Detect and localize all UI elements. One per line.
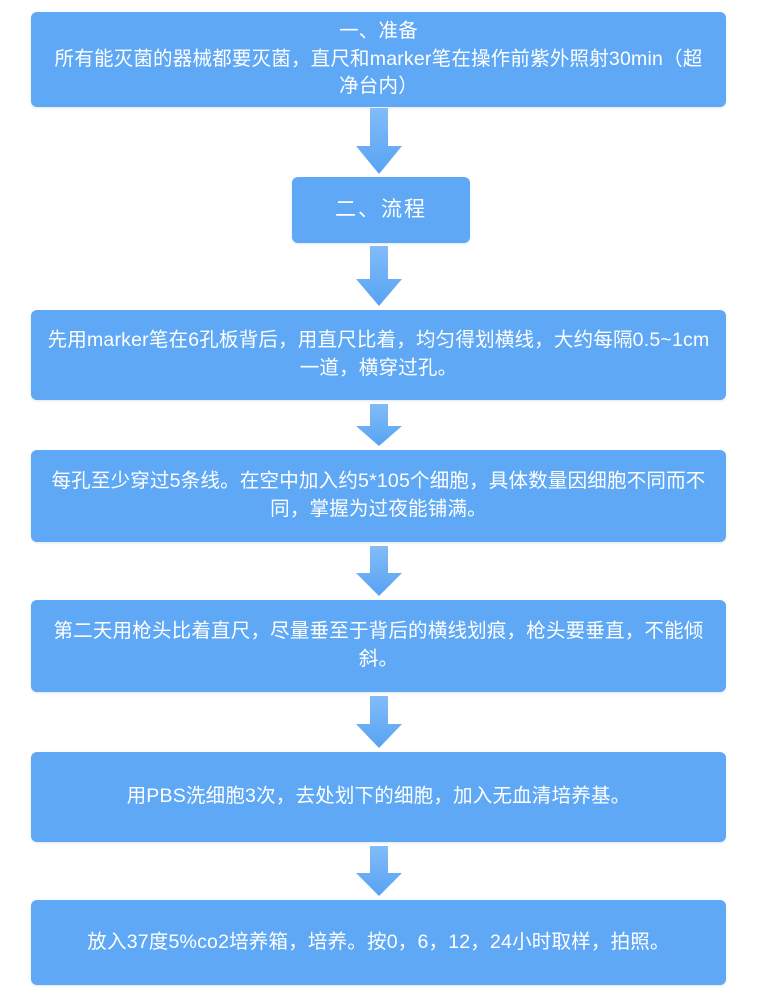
flow-node-step-2[interactable]: 每孔至少穿过5条线。在空中加入约5*105个细胞，具体数量因细胞不同而不同，掌握… xyxy=(31,450,726,542)
flow-node-label: 二、流程 xyxy=(335,198,427,222)
arrow-down-icon xyxy=(355,108,403,174)
arrow-down-icon xyxy=(355,404,403,446)
flow-node-step-4[interactable]: 用PBS洗细胞3次，去处划下的细胞，加入无血清培养基。 xyxy=(31,752,726,842)
arrow-down-icon xyxy=(355,546,403,596)
flow-node-process-header[interactable]: 二、流程 xyxy=(292,177,470,243)
arrow-down-icon xyxy=(355,696,403,748)
flow-node-label: 每孔至少穿过5条线。在空中加入约5*105个细胞，具体数量因细胞不同而不同，掌握… xyxy=(51,470,706,520)
flow-node-label: 用PBS洗细胞3次，去处划下的细胞，加入无血清培养基。 xyxy=(126,785,631,808)
flow-node-step-5[interactable]: 放入37度5%co2培养箱，培养。按0，6，12，24小时取样，拍照。 xyxy=(31,900,726,985)
arrow-down-icon xyxy=(355,846,403,896)
flow-node-step-3[interactable]: 第二天用枪头比着直尺，尽量垂至于背后的横线划痕，枪头要垂直，不能倾斜。 xyxy=(31,600,726,692)
flow-node-prepare[interactable]: 一、准备 所有能灭菌的器械都要灭菌，直尺和marker笔在操作前紫外照射30mi… xyxy=(31,12,726,107)
flow-node-label: 先用marker笔在6孔板背后，用直尺比着，均匀得划横线，大约每隔0.5~1cm… xyxy=(47,329,710,379)
flow-node-step-1[interactable]: 先用marker笔在6孔板背后，用直尺比着，均匀得划横线，大约每隔0.5~1cm… xyxy=(31,310,726,400)
flow-node-label: 第二天用枪头比着直尺，尽量垂至于背后的横线划痕，枪头要垂直，不能倾斜。 xyxy=(53,620,704,670)
flow-node-label: 一、准备 所有能灭菌的器械都要灭菌，直尺和marker笔在操作前紫外照射30mi… xyxy=(54,19,703,98)
arrow-down-icon xyxy=(355,246,403,306)
flow-node-label: 放入37度5%co2培养箱，培养。按0，6，12，24小时取样，拍照。 xyxy=(87,930,670,953)
